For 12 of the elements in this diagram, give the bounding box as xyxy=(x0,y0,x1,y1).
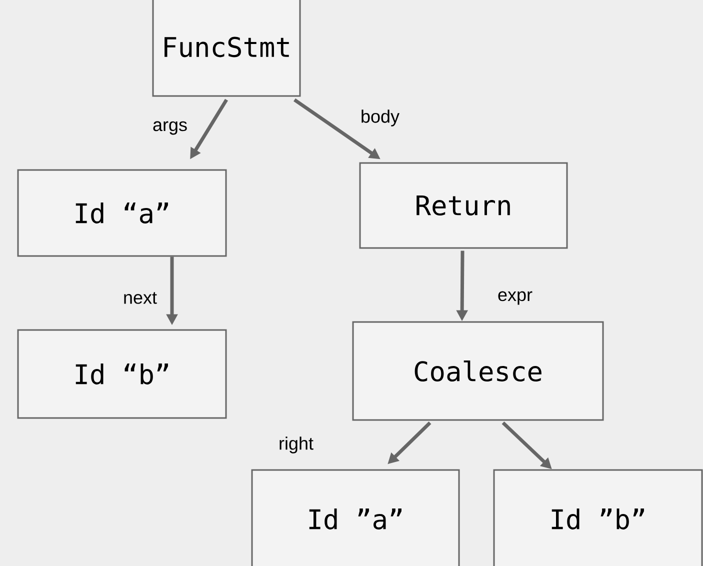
edge-label: body xyxy=(362,110,400,126)
tree-node-box: Coalesce xyxy=(352,321,604,421)
tree-node-box: Return xyxy=(359,162,568,249)
tree-node-box: Id ”b” xyxy=(493,469,703,566)
edge-label: right xyxy=(280,436,314,454)
tree-node-box: Id “b” xyxy=(17,329,227,419)
tree-node-box: Id ”a” xyxy=(251,469,460,566)
tree-node-box: FuncStmt xyxy=(152,0,301,97)
edge-label: args xyxy=(153,121,187,135)
tree-node-box: Id “a” xyxy=(17,169,227,257)
edge-label: expr xyxy=(498,291,532,305)
edge-label: next xyxy=(124,292,157,304)
